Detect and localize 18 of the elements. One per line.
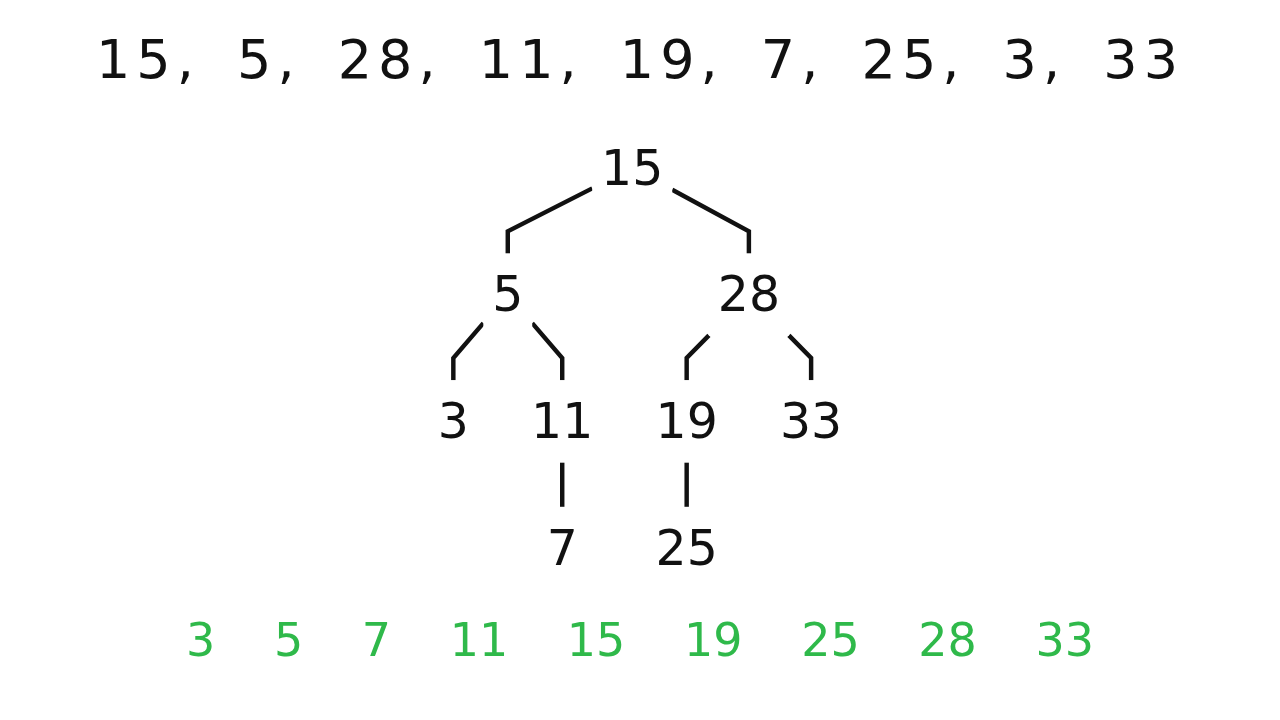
- connector: [560, 462, 565, 507]
- node-text: 19: [655, 392, 718, 450]
- node-text: 33: [780, 392, 843, 450]
- node-text: 5: [492, 265, 524, 323]
- sorted-number-sequence: 3 5 7 11 15 19 25 28 33: [186, 612, 1094, 668]
- connector: [451, 321, 485, 381]
- node-text: 15: [601, 139, 664, 196]
- node-text: 25: [655, 519, 718, 576]
- connector: [505, 186, 594, 254]
- connector: [684, 462, 689, 507]
- number-sequence: 15, 5, 28, 11, 19, 7, 25, 3, 33: [96, 28, 1184, 92]
- connector: [684, 333, 711, 381]
- node-text: 11: [531, 392, 594, 450]
- node-text: 7: [546, 519, 578, 576]
- node-text: 28: [717, 265, 780, 323]
- connector: [787, 333, 814, 381]
- node-text: 3: [437, 392, 469, 450]
- connector: [671, 187, 752, 254]
